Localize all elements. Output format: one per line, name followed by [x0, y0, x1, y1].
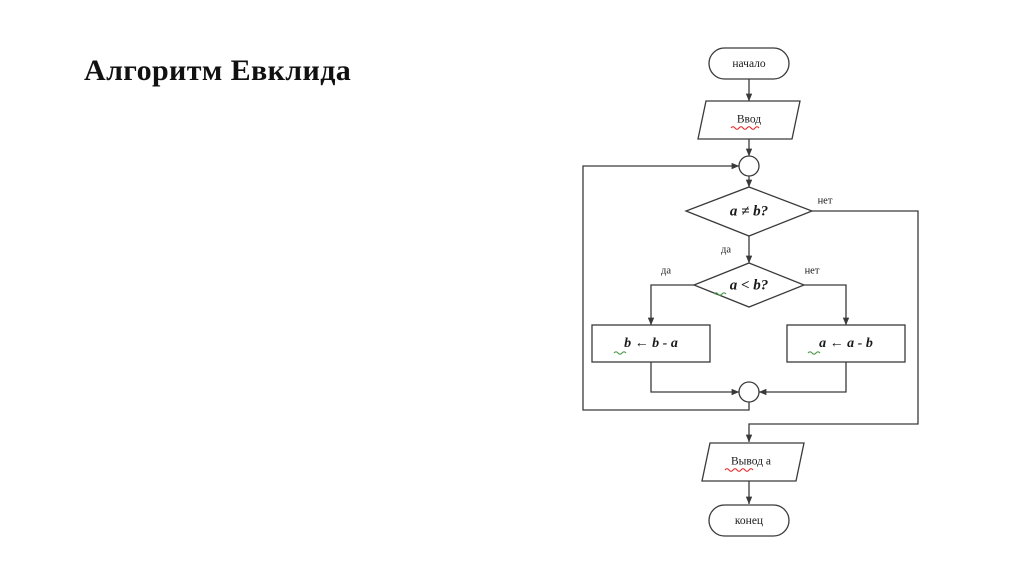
- merge-top-connector-shape: [738, 155, 760, 177]
- end-label: конец: [735, 515, 763, 527]
- edge-label-cond2-yes: да: [661, 265, 671, 276]
- process-right-label: a ← a - b: [819, 336, 873, 351]
- condition2-diamond-shape: [692, 262, 806, 308]
- process-right-shape: [786, 324, 906, 363]
- edge-cond2-yes-to-proc-left: [647, 284, 694, 326]
- node-process-a-minus-b[interactable]: a ← a - b: [786, 324, 906, 363]
- condition2-label: a < b?: [730, 277, 769, 293]
- input-parallelogram-shape: [697, 100, 801, 140]
- output-spellcheck-underline: [724, 468, 754, 472]
- input-label: Ввод: [737, 114, 761, 126]
- node-process-b-minus-a[interactable]: b ← b - a: [591, 324, 711, 363]
- end-terminator-shape: [708, 504, 790, 537]
- process-left-spellcheck-underline: [613, 351, 627, 355]
- node-merge-top[interactable]: [738, 155, 760, 177]
- start-terminator-shape: [708, 47, 790, 80]
- edge-cond1-no-to-output: [745, 210, 919, 443]
- node-condition-less-than[interactable]: a < b?: [692, 262, 806, 308]
- edge-label-cond2-no: нет: [805, 265, 820, 276]
- condition2-spellcheck-underline: [713, 292, 727, 296]
- node-input[interactable]: Ввод: [697, 100, 801, 140]
- edge-proc-right-to-merge2: [758, 362, 847, 396]
- condition1-label: a ≠ b?: [730, 203, 768, 219]
- output-parallelogram-shape: [701, 442, 805, 482]
- merge-bottom-connector-shape: [738, 381, 760, 403]
- edge-proc-left-to-merge2: [650, 362, 740, 396]
- process-left-label: b ← b - a: [624, 336, 678, 351]
- process-right-spellcheck-underline: [807, 351, 821, 355]
- node-end[interactable]: конец: [708, 504, 790, 537]
- edge-label-cond1-no: нет: [818, 195, 833, 206]
- edge-merge2-loopback-to-merge1: [582, 162, 750, 411]
- process-left-shape: [591, 324, 711, 363]
- node-merge-bottom[interactable]: [738, 381, 760, 403]
- edge-cond2-no-to-proc-right: [804, 284, 850, 326]
- node-start[interactable]: начало: [708, 47, 790, 80]
- condition1-diamond-shape: [684, 186, 814, 237]
- output-label: Вывод a: [731, 456, 771, 468]
- start-label: начало: [732, 58, 766, 70]
- node-condition-not-equal[interactable]: a ≠ b?: [684, 186, 814, 237]
- input-spellcheck-underline: [730, 126, 760, 130]
- node-output[interactable]: Вывод a: [701, 442, 805, 482]
- edge-label-cond1-yes: да: [721, 244, 731, 255]
- page-title: Алгоритм Евклида: [84, 54, 352, 87]
